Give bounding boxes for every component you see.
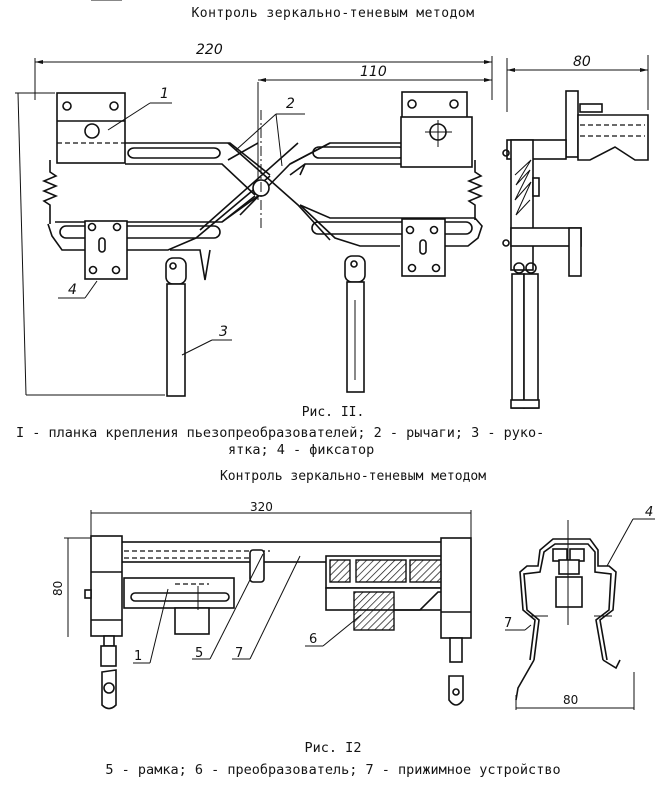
figure-12-front-view: 320 80	[51, 0, 472, 710]
side-dim-80-label-2: 80	[563, 693, 578, 707]
svg-text:7: 7	[504, 616, 512, 631]
dimension-320: 320	[90, 500, 472, 545]
figure-12-side-view: 80 4 7	[504, 505, 655, 710]
figure-11-legend-line2: ятка; 4 - фиксатор	[228, 442, 375, 458]
callout-2: 2	[235, 96, 305, 167]
svg-text:6: 6	[309, 632, 317, 647]
svg-text:3: 3	[219, 324, 228, 340]
section-title-middle: Контроль зеркально-теневым методом	[219, 469, 487, 484]
callout-6: 6	[305, 614, 362, 647]
callout-4: 4	[58, 280, 98, 299]
figure-11-front-view: 220 110	[15, 42, 493, 397]
callout-4: 4	[606, 505, 655, 567]
dim-80v-label: 80	[51, 581, 65, 596]
callout-7: 7	[232, 555, 301, 661]
callout-7-side: 7	[504, 616, 532, 631]
figure-12-legend: 5 - рамка; 6 - преобразователь; 7 - приж…	[105, 762, 561, 778]
dimension-80-vertical: 80	[51, 537, 92, 637]
dim-320-label: 320	[250, 500, 273, 514]
dimension-110: 110	[257, 64, 492, 200]
dimension-220: 220	[34, 42, 493, 100]
dim-220-label: 220	[196, 42, 223, 58]
svg-text:1: 1	[134, 649, 142, 664]
figure-11-legend-line1: I - планка крепления пьезопреобразовател…	[16, 425, 545, 441]
figure-11-caption: Рис. II.	[301, 405, 365, 420]
svg-text:2: 2	[286, 96, 295, 112]
svg-text:4: 4	[68, 282, 77, 298]
callout-1: 1	[133, 588, 169, 664]
callout-1: 1	[107, 86, 172, 131]
svg-text:1: 1	[160, 86, 169, 102]
svg-text:4: 4	[645, 505, 653, 520]
svg-text:5: 5	[195, 646, 203, 661]
figure-12-caption: Рис. I2	[304, 740, 362, 756]
section-title-top: Контроль зеркально-теневым методом	[191, 6, 475, 21]
side-dim-80-label: 80	[573, 54, 591, 70]
svg-text:7: 7	[235, 646, 243, 661]
figure-11-side-view: 80	[502, 54, 649, 409]
dim-110-label: 110	[360, 64, 387, 80]
callout-3: 3	[181, 324, 232, 356]
callout-5: 5	[192, 553, 264, 661]
